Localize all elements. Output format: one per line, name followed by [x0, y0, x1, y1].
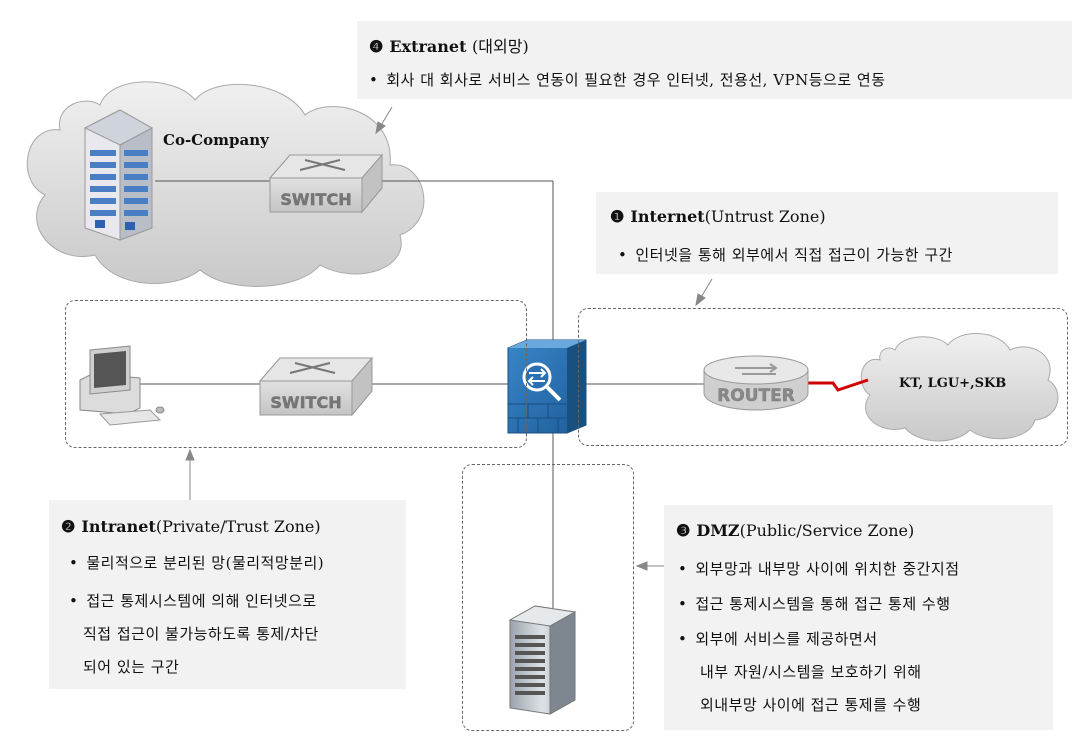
bullet-dot: •	[678, 630, 688, 648]
extranet-subtitle: (대외망)	[472, 37, 529, 56]
bullet-dot: •	[678, 560, 688, 578]
dmz-subtitle: (Public/Service Zone)	[739, 521, 915, 540]
intranet-title: ❷ Intranet(Private/Trust Zone)	[61, 517, 321, 536]
bullet-dot: •	[69, 592, 79, 610]
extranet-number: ❹	[369, 37, 384, 56]
intranet-bullet-text: 접근 통제시스템에 의해 인터넷으로	[86, 592, 317, 610]
dmz-continuation-2: 외내부망 사이에 접근 통제를 수행	[700, 696, 922, 714]
co-company-label: Co-Company	[163, 131, 269, 149]
isp-label: KT, LGU+,SKB	[899, 376, 1007, 391]
switch-top-icon: SWITCH	[268, 153, 384, 214]
switch-left-icon: SWITCH	[258, 356, 374, 417]
router-icon: ROUTER	[703, 355, 809, 411]
intranet-number: ❷	[61, 517, 76, 536]
dmz-continuation-1: 내부 자원/시스템을 보호하기 위해	[700, 663, 922, 681]
dmz-bullet-text: 외부에 서비스를 제공하면서	[695, 630, 878, 648]
dmz-zone	[462, 464, 634, 731]
extranet-bullet-text: 회사 대 회사로 서비스 연동이 필요한 경우 인터넷, 전용선, VPN등으로…	[386, 71, 886, 89]
dmz-name: DMZ	[696, 521, 740, 540]
dmz-box: ❸ DMZ(Public/Service Zone) • 외부망과 내부망 사이에 …	[664, 505, 1053, 730]
dmz-title: ❸ DMZ(Public/Service Zone)	[676, 521, 914, 540]
dmz-bullet-1: • 외부망과 내부망 사이에 위치한 중간지점	[678, 558, 960, 579]
internet-number: ❶	[610, 207, 625, 226]
firewall-icon	[507, 339, 587, 434]
extranet-bullet-1: • 회사 대 회사로 서비스 연동이 필요한 경우 인터넷, 전용선, VPN등으…	[369, 69, 886, 90]
dmz-number: ❸	[676, 521, 691, 540]
internet-bullet-text: 인터넷을 통해 외부에서 직접 접근이 가능한 구간	[635, 246, 953, 264]
bullet-dot: •	[69, 554, 79, 572]
callout-arrows	[185, 106, 713, 571]
building-icon	[83, 109, 154, 241]
intranet-name: Intranet	[81, 517, 156, 536]
dmz-bullet-text: 접근 통제시스템을 통해 접근 통제 수행	[695, 595, 951, 613]
intranet-continuation-2: 되어 있는 구간	[83, 658, 180, 676]
server-icon	[508, 605, 577, 715]
dmz-bullet-text: 외부망과 내부망 사이에 위치한 중간지점	[695, 560, 960, 578]
internet-name: Internet	[630, 207, 705, 226]
intranet-bullet-text: 물리적으로 분리된 망(물리적망분리)	[86, 554, 325, 572]
extranet-box: ❹ Extranet (대외망) • 회사 대 회사로 서비스 연동이 필요한 경우…	[357, 21, 1072, 99]
isp-cloud	[860, 333, 1059, 442]
internet-title: ❶ Internet(Untrust Zone)	[610, 207, 826, 226]
bullet-dot: •	[369, 71, 379, 89]
intranet-continuation-1: 직접 접근이 불가능하도록 통제/차단	[83, 625, 319, 643]
internet-subtitle: (Untrust Zone)	[704, 207, 826, 226]
bullet-dot: •	[618, 246, 628, 264]
switch-top-label: SWITCH	[280, 190, 351, 209]
internet-zone	[578, 308, 1068, 446]
intranet-zone	[65, 300, 527, 448]
intranet-box: ❷ Intranet(Private/Trust Zone) • 물리적으로 분리된…	[49, 500, 406, 689]
switch-left-label: SWITCH	[270, 393, 341, 412]
intranet-subtitle: (Private/Trust Zone)	[155, 517, 321, 536]
intranet-bullet-2: • 접근 통제시스템에 의해 인터넷으로	[69, 590, 317, 611]
internet-box: ❶ Internet(Untrust Zone) • 인터넷을 통해 외부에서 직접…	[596, 192, 1058, 274]
dmz-bullet-3: • 외부에 서비스를 제공하면서	[678, 628, 878, 649]
isp-link	[808, 378, 869, 392]
router-label: ROUTER	[717, 386, 795, 406]
extranet-title: ❹ Extranet (대외망)	[369, 33, 529, 57]
dmz-bullet-2: • 접근 통제시스템을 통해 접근 통제 수행	[678, 593, 951, 614]
bullet-dot: •	[678, 595, 688, 613]
pc-icon	[79, 345, 165, 426]
intranet-bullet-1: • 물리적으로 분리된 망(물리적망분리)	[69, 552, 324, 573]
internet-bullet-1: • 인터넷을 통해 외부에서 직접 접근이 가능한 구간	[618, 244, 953, 265]
extranet-name: Extranet	[389, 37, 467, 56]
